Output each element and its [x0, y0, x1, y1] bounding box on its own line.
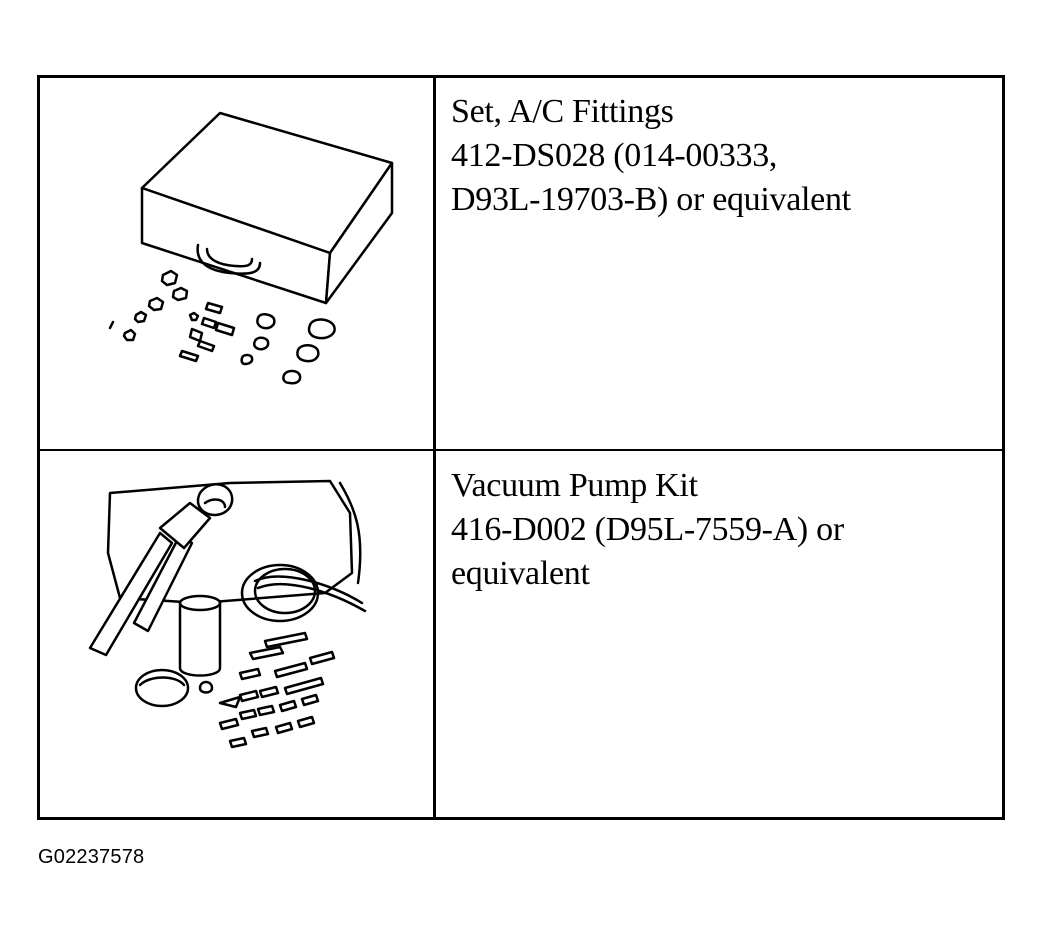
tool-part-number-cont: D93L-19703-B) or equivalent: [451, 181, 851, 218]
row-divider: [40, 449, 1002, 451]
tool-part-number: 412-DS028 (014-00333,: [451, 137, 778, 174]
figure-id: G02237578: [38, 846, 145, 868]
vacuum-pump-kit-illustration: [80, 473, 380, 773]
special-tools-table: Set, A/C Fittings 412-DS028 (014-00333, …: [37, 75, 1005, 820]
tool-part-number-cont: equivalent: [451, 555, 590, 592]
tool-name: Vacuum Pump Kit: [451, 467, 698, 504]
column-divider: [433, 78, 436, 817]
ac-fittings-description: Set, A/C Fittings 412-DS028 (014-00333, …: [451, 90, 971, 222]
tool-name: Set, A/C Fittings: [451, 93, 674, 130]
tool-part-number: 416-D002 (D95L-7559-A) or: [451, 511, 844, 548]
vacuum-pump-kit-description: Vacuum Pump Kit 416-D002 (D95L-7559-A) o…: [451, 464, 971, 596]
ac-fittings-case-illustration: [70, 103, 370, 403]
